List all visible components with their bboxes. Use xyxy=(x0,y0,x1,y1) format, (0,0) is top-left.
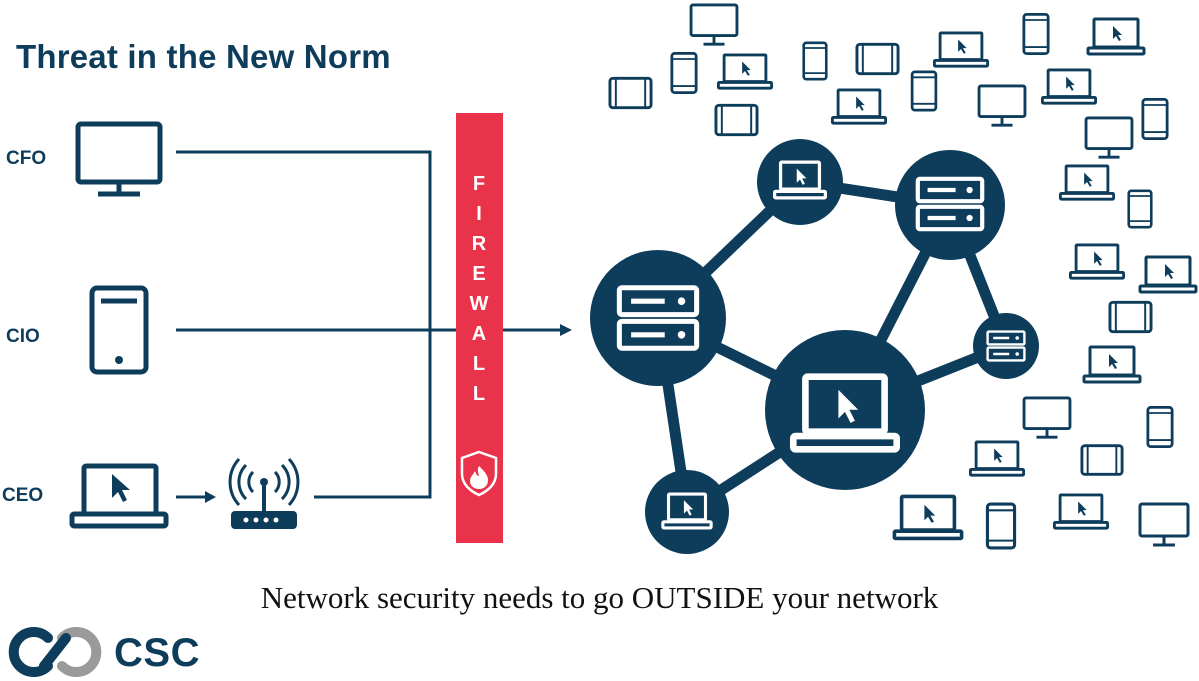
firewall-to-network-arrow xyxy=(503,324,572,336)
phone-icon xyxy=(802,41,828,81)
firewall-letter: L xyxy=(473,353,485,375)
laptop-icon xyxy=(716,53,774,90)
role-label-ceo: CEO xyxy=(2,485,44,506)
network-node-laptop-top xyxy=(757,139,843,225)
network-node-laptop-bottom xyxy=(645,470,729,554)
shield-flame-icon xyxy=(460,450,498,497)
firewall-letter: E xyxy=(472,263,485,285)
laptop-icon xyxy=(1082,345,1142,384)
phone-icon xyxy=(1141,97,1169,141)
tablet-icon xyxy=(714,103,759,137)
laptop-icon xyxy=(892,494,964,541)
laptop-icon xyxy=(932,31,990,68)
phone-icon xyxy=(670,51,698,95)
laptop-icon xyxy=(1040,68,1098,105)
role-label-cio: CIO xyxy=(6,326,40,347)
network-node-server-left xyxy=(590,250,726,386)
phone-icon xyxy=(1127,189,1153,229)
monitor-icon xyxy=(1138,502,1190,547)
firewall-letter: W xyxy=(470,293,489,315)
firewall-letter: I xyxy=(476,203,482,225)
phone-icon xyxy=(1022,12,1050,56)
csc-logo-icon xyxy=(8,627,102,677)
tablet-icon xyxy=(608,76,653,110)
router-icon xyxy=(228,457,300,529)
brand-name: CSC xyxy=(114,631,200,675)
ceo-router-arrow xyxy=(176,491,216,503)
laptop-icon xyxy=(968,440,1026,477)
laptop-icon xyxy=(1058,164,1116,201)
role-label-cfo: CFO xyxy=(6,148,47,169)
role-connection-lines xyxy=(176,150,456,499)
tablet-icon xyxy=(1080,444,1124,476)
monitor-icon xyxy=(1022,396,1072,439)
monitor-icon xyxy=(977,84,1027,127)
monitor-icon xyxy=(1084,116,1134,159)
network-node-server-right xyxy=(973,313,1039,379)
phone-icon xyxy=(985,502,1017,550)
caption: Network security needs to go OUTSIDE you… xyxy=(260,580,939,615)
firewall-letter: L xyxy=(473,383,485,405)
phone-icon xyxy=(910,70,938,112)
cfo-monitor-icon xyxy=(75,121,163,197)
firewall-letter: F xyxy=(473,173,485,195)
tablet-icon xyxy=(1108,300,1153,334)
cio-tablet-icon xyxy=(89,285,149,375)
laptop-icon xyxy=(830,88,888,125)
monitor-icon xyxy=(689,3,739,46)
laptop-icon xyxy=(1086,17,1146,56)
phone-icon xyxy=(1146,405,1174,449)
laptop-icon xyxy=(1052,493,1110,530)
firewall-letter: A xyxy=(472,323,486,345)
tablet-icon xyxy=(855,42,900,76)
diagram-title: Threat in the New Norm xyxy=(16,38,391,75)
laptop-icon xyxy=(1138,255,1198,294)
network-node-server-top-right xyxy=(895,150,1005,260)
laptop-icon xyxy=(1068,243,1126,280)
network-node-laptop-center xyxy=(765,330,925,490)
firewall-letter: R xyxy=(472,233,487,255)
ceo-laptop-icon xyxy=(69,463,169,529)
